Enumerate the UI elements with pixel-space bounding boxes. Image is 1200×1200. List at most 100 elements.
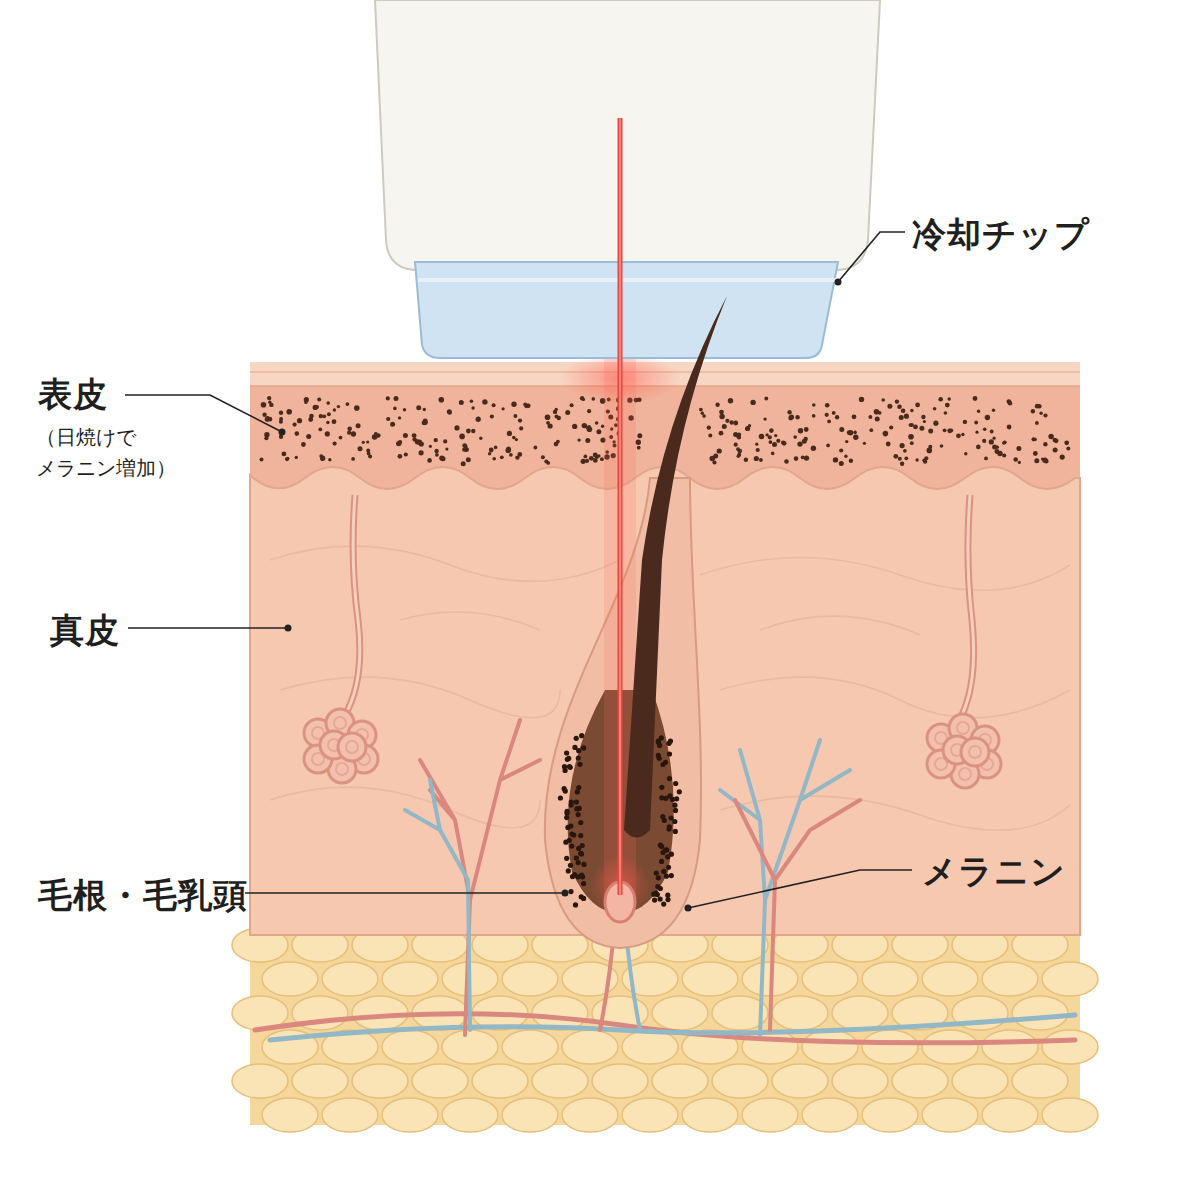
melanin-dot bbox=[737, 455, 741, 459]
fat-cell bbox=[922, 962, 978, 996]
melanin-dot bbox=[784, 459, 789, 464]
melanin-dot bbox=[572, 424, 577, 429]
melanin-dot bbox=[579, 733, 584, 738]
melanin-dot bbox=[393, 407, 397, 411]
fat-cell bbox=[622, 1098, 678, 1132]
melanin-dot bbox=[544, 460, 548, 464]
melanin-dot bbox=[900, 443, 905, 448]
melanin-dot bbox=[354, 405, 360, 411]
fat-cell bbox=[802, 1030, 858, 1064]
melanin-dot bbox=[1008, 401, 1013, 406]
melanin-dot bbox=[913, 425, 918, 430]
melanin-dot bbox=[328, 458, 331, 461]
melanin-dot bbox=[789, 414, 794, 419]
melanin-dot bbox=[565, 410, 570, 415]
melanin-dot bbox=[889, 425, 893, 429]
melanin-dot bbox=[881, 398, 885, 402]
fat-cell bbox=[232, 1064, 288, 1098]
melanin-dot bbox=[295, 431, 300, 436]
melanin-dot bbox=[725, 419, 729, 423]
melanin-dot bbox=[769, 440, 773, 444]
melanin-dot bbox=[461, 461, 466, 466]
melanin-dot bbox=[811, 446, 816, 451]
melanin-dot bbox=[699, 408, 703, 412]
melanin-dot bbox=[404, 452, 408, 456]
melanin-dot bbox=[654, 871, 659, 876]
melanin-dot bbox=[581, 881, 586, 886]
melanin-dot bbox=[637, 433, 642, 438]
melanin-dot bbox=[745, 426, 750, 431]
melanin-dot bbox=[728, 398, 733, 403]
melanin-dot bbox=[657, 756, 662, 761]
melanin-dot bbox=[772, 442, 777, 447]
melanin-dot bbox=[279, 417, 283, 421]
part-label: 冷却チップ bbox=[912, 212, 1090, 258]
melanin-dot bbox=[793, 435, 797, 439]
melanin-dot bbox=[827, 420, 831, 424]
melanin-dot bbox=[737, 432, 741, 436]
gland-loop bbox=[961, 738, 989, 766]
melanin-dot bbox=[933, 407, 937, 411]
melanin-dot bbox=[759, 434, 765, 440]
melanin-dot bbox=[515, 455, 519, 459]
melanin-dot bbox=[667, 824, 672, 829]
melanin-dot bbox=[839, 461, 844, 466]
fat-cell bbox=[1042, 1030, 1098, 1064]
melanin-dot bbox=[756, 448, 760, 452]
melanin-dot bbox=[593, 458, 598, 463]
melanin-dot bbox=[412, 437, 416, 441]
melanin-dot bbox=[545, 414, 551, 420]
melanin-dot bbox=[403, 433, 408, 438]
melanin-dot bbox=[653, 891, 658, 896]
melanin-dot bbox=[351, 457, 355, 461]
melanin-dot bbox=[351, 431, 356, 436]
melanin-dot bbox=[578, 833, 583, 838]
melanin-dot bbox=[826, 444, 830, 448]
melanin-dot bbox=[945, 403, 950, 408]
melanin-dot bbox=[901, 408, 906, 413]
melanin-dot bbox=[576, 846, 581, 851]
fat-cell bbox=[862, 1098, 918, 1132]
melanin-dot bbox=[482, 399, 487, 404]
melanin-dot bbox=[669, 873, 674, 878]
fat-cell bbox=[1012, 996, 1068, 1030]
melanin-dot bbox=[577, 438, 580, 441]
melanin-dot bbox=[768, 435, 772, 439]
gland-loop-inner bbox=[969, 746, 981, 758]
melanin-dot bbox=[459, 400, 464, 405]
melanin-dot bbox=[989, 439, 994, 444]
melanin-dot bbox=[754, 456, 759, 461]
melanin-dot bbox=[910, 441, 914, 445]
melanin-dot bbox=[470, 399, 474, 403]
melanin-dot bbox=[798, 428, 803, 433]
melanin-dot bbox=[663, 796, 668, 801]
melanin-dot bbox=[577, 806, 582, 811]
melanin-dot bbox=[666, 865, 671, 870]
melanin-dot bbox=[581, 459, 586, 464]
melanin-dot bbox=[839, 448, 843, 452]
gland-loop-inner bbox=[336, 763, 348, 775]
melanin-dot bbox=[927, 448, 933, 454]
melanin-dot bbox=[1033, 451, 1038, 456]
melanin-dot bbox=[717, 448, 722, 453]
melanin-dot bbox=[1034, 438, 1037, 441]
melanin-dot bbox=[1066, 446, 1070, 450]
melanin-dot bbox=[933, 421, 938, 426]
melanin-dot bbox=[419, 450, 424, 455]
melanin-dot bbox=[661, 902, 666, 907]
melanin-dot bbox=[719, 414, 724, 419]
melanin-dot bbox=[568, 889, 573, 894]
fat-cell bbox=[502, 962, 558, 996]
melanin-dot bbox=[673, 808, 678, 813]
melanin-dot bbox=[750, 400, 755, 405]
melanin-dot bbox=[423, 420, 428, 425]
melanin-dot bbox=[326, 421, 329, 424]
melanin-dot bbox=[519, 426, 523, 430]
melanin-dot bbox=[974, 421, 978, 425]
melanin-dot bbox=[576, 785, 581, 790]
fat-cell bbox=[592, 1064, 648, 1098]
fat-cell bbox=[442, 1030, 498, 1064]
melanin-dot bbox=[333, 408, 336, 411]
melanin-dot bbox=[661, 869, 666, 874]
melanin-dot bbox=[658, 897, 663, 902]
